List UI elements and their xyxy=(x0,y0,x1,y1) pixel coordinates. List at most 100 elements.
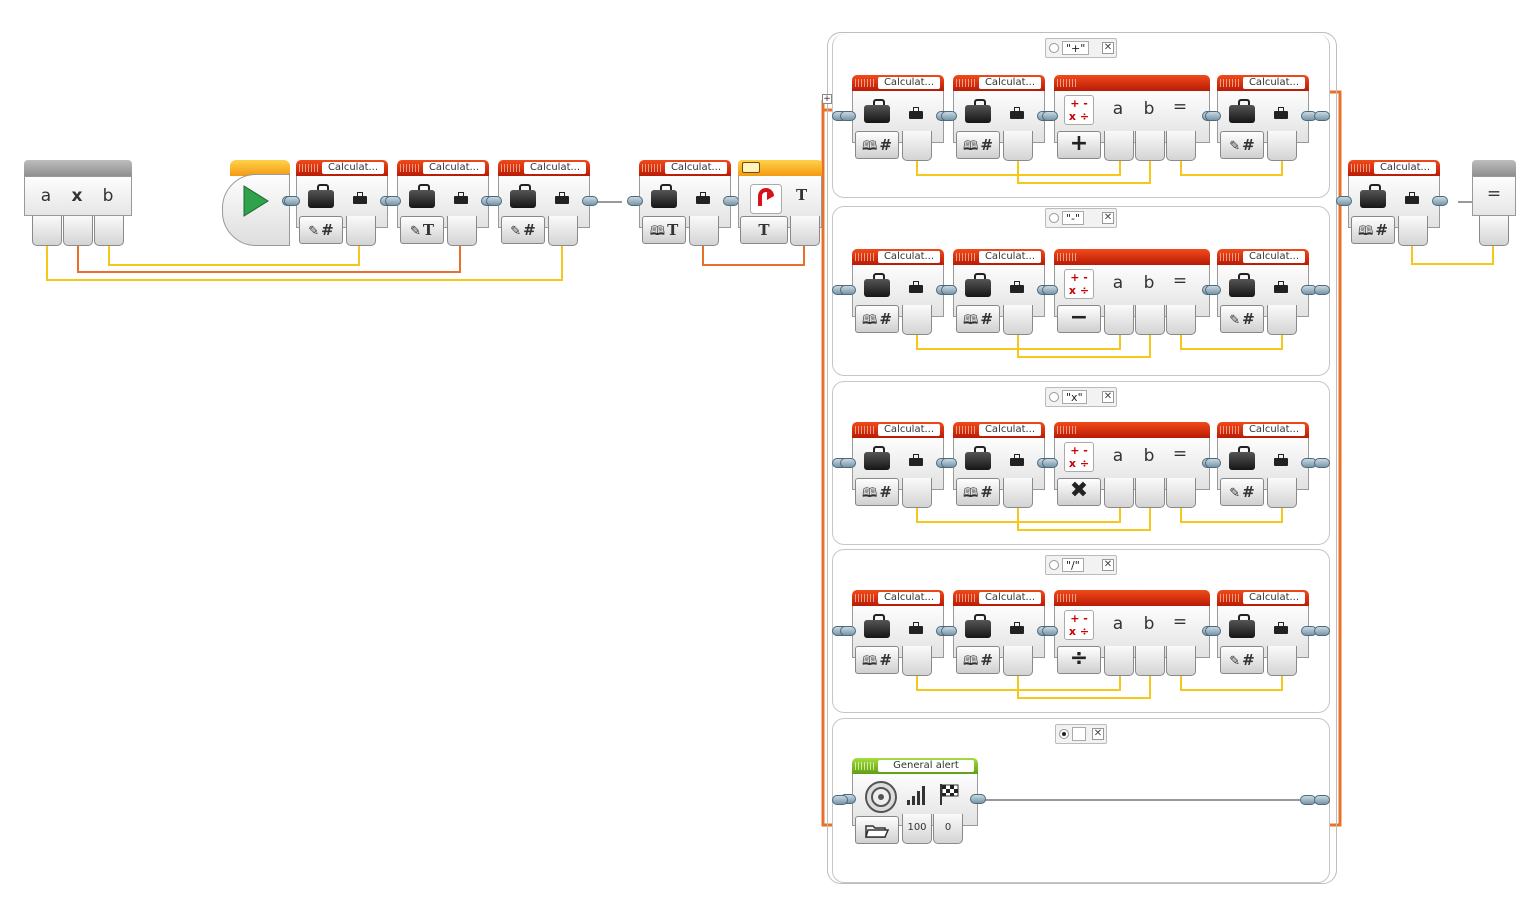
sound-file-label[interactable]: General alert xyxy=(878,760,974,772)
case-sequence-in[interactable] xyxy=(832,795,848,805)
delete-case-button[interactable]: ✕ xyxy=(1102,559,1114,571)
variable-mode-button[interactable]: ✎# xyxy=(501,216,545,244)
variable-name-label[interactable]: Calculat... xyxy=(979,251,1041,263)
case-value-field[interactable]: "-" xyxy=(1062,211,1085,225)
math-output-plug[interactable] xyxy=(1166,478,1196,508)
sequence-in[interactable] xyxy=(941,458,957,468)
variable-value-plug[interactable] xyxy=(1267,478,1297,508)
math-input-a-plug[interactable] xyxy=(1104,131,1134,161)
start-block[interactable] xyxy=(222,160,298,246)
sequence-in[interactable] xyxy=(1042,458,1058,468)
sequence-in[interactable] xyxy=(385,196,401,206)
variable-mode-button[interactable]: ✎# xyxy=(1220,305,1264,333)
case-value-field[interactable] xyxy=(1072,727,1086,741)
sequence-in[interactable] xyxy=(1205,285,1221,295)
case-0-math-block[interactable]: + -x ÷ a b = + xyxy=(1042,75,1218,161)
variable-mode-button[interactable]: ✎# xyxy=(1220,131,1264,159)
math-input-a-plug[interactable] xyxy=(1104,646,1134,676)
variable-name-label[interactable]: Calculat... xyxy=(1243,251,1305,263)
math-output-plug[interactable] xyxy=(1166,131,1196,161)
param-a-plug[interactable] xyxy=(32,216,62,246)
case-default-radio[interactable] xyxy=(1049,213,1059,223)
math-input-a-plug[interactable] xyxy=(1104,478,1134,508)
math-operation-button[interactable]: ÷ xyxy=(1057,646,1101,674)
variable-value-plug[interactable] xyxy=(902,646,932,676)
case-0-read-a[interactable]: Calculat... 🕮# xyxy=(840,75,952,161)
case-default-radio[interactable] xyxy=(1059,729,1069,739)
sequence-in[interactable] xyxy=(840,111,856,121)
variable-mode-button[interactable]: ✎# xyxy=(1220,478,1264,506)
sequence-in[interactable] xyxy=(840,285,856,295)
variable-name-label[interactable]: Calculat... xyxy=(1243,77,1305,89)
math-input-b-plug[interactable] xyxy=(1135,478,1165,508)
variable-name-label[interactable]: Calculat... xyxy=(878,77,940,89)
sequence-in[interactable] xyxy=(1042,111,1058,121)
variable-mode-button[interactable]: 🕮T xyxy=(642,216,686,244)
variable-value-plug[interactable] xyxy=(1267,646,1297,676)
sequence-in[interactable] xyxy=(1336,196,1352,206)
variable-mode-button[interactable]: 🕮# xyxy=(956,131,1000,159)
variable-value-plug[interactable] xyxy=(346,216,376,246)
switch-add-case-button[interactable]: + xyxy=(822,94,832,104)
sequence-in[interactable] xyxy=(941,111,957,121)
sequence-out[interactable] xyxy=(723,196,739,206)
sequence-in[interactable] xyxy=(840,626,856,636)
case-1-math-block[interactable]: + -x ÷ a b = − xyxy=(1042,249,1218,335)
variable-mode-button[interactable]: 🕮# xyxy=(956,646,1000,674)
case-sequence-out-2[interactable] xyxy=(1314,795,1330,805)
math-input-b-plug[interactable] xyxy=(1135,131,1165,161)
param-x-plug[interactable] xyxy=(63,216,93,246)
case-tab-4[interactable]: ✕ xyxy=(1055,724,1107,744)
case-sequence-out[interactable] xyxy=(1314,626,1330,636)
variable-mode-button[interactable]: 🕮# xyxy=(1351,216,1395,244)
variable-name-label[interactable]: Calculat... xyxy=(423,162,485,174)
variable-mode-button[interactable]: ✎# xyxy=(299,216,343,244)
variable-value-plug[interactable] xyxy=(548,216,578,246)
variable-mode-button[interactable]: ✎# xyxy=(1220,646,1264,674)
variable-mode-button[interactable]: 🕮# xyxy=(855,478,899,506)
sequence-in[interactable] xyxy=(1205,626,1221,636)
delete-case-button[interactable]: ✕ xyxy=(1102,212,1114,224)
variable-name-label[interactable]: Calculat... xyxy=(665,162,727,174)
variable-value-plug[interactable] xyxy=(1398,216,1428,246)
sequence-in[interactable] xyxy=(1042,285,1058,295)
case-value-field[interactable]: "x" xyxy=(1062,390,1087,404)
case-default-radio[interactable] xyxy=(1049,43,1059,53)
math-operation-button[interactable]: ✖ xyxy=(1057,478,1101,506)
math-operation-button[interactable]: + xyxy=(1057,131,1101,159)
output-parameter-block[interactable]: = xyxy=(1472,160,1516,246)
variable-value-plug[interactable] xyxy=(1267,131,1297,161)
case-3-write-result[interactable]: Calculat... ✎# xyxy=(1205,590,1317,676)
variable-name-label[interactable]: Calculat... xyxy=(524,162,586,174)
case-2-math-block[interactable]: + -x ÷ a b = ✖ xyxy=(1042,422,1218,508)
variable-value-plug[interactable] xyxy=(689,216,719,246)
sequence-out[interactable] xyxy=(582,196,598,206)
variable-mode-button[interactable]: 🕮# xyxy=(956,305,1000,333)
case-sequence-out[interactable] xyxy=(1314,111,1330,121)
variable-mode-button[interactable]: ✎T xyxy=(400,216,444,244)
case-tab-1[interactable]: "-" ✕ xyxy=(1045,208,1117,228)
variable-name-label[interactable]: Calculat... xyxy=(878,251,940,263)
variable-block-a[interactable]: Calculat... ✎# xyxy=(284,160,396,246)
volume-value[interactable]: 100 xyxy=(907,822,927,833)
param-b-plug[interactable] xyxy=(94,216,124,246)
case-2-read-a[interactable]: Calculat... 🕮# xyxy=(840,422,952,508)
sequence-out[interactable] xyxy=(1432,196,1448,206)
case-1-read-b[interactable]: Calculat... 🕮# xyxy=(941,249,1053,335)
case-sequence-out[interactable] xyxy=(1314,458,1330,468)
variable-name-label[interactable]: Calculat... xyxy=(878,424,940,436)
case-3-read-a[interactable]: Calculat... 🕮# xyxy=(840,590,952,676)
sequence-in[interactable] xyxy=(284,196,300,206)
variable-mode-button[interactable]: 🕮# xyxy=(855,131,899,159)
math-output-plug[interactable] xyxy=(1166,646,1196,676)
math-output-plug[interactable] xyxy=(1166,305,1196,335)
case-1-write-result[interactable]: Calculat... ✎# xyxy=(1205,249,1317,335)
case-default-radio[interactable] xyxy=(1049,560,1059,570)
parameters-block[interactable]: a x b xyxy=(24,160,132,246)
sequence-out[interactable] xyxy=(970,794,986,804)
variable-name-label[interactable]: Calculat... xyxy=(979,424,1041,436)
delete-case-button[interactable]: ✕ xyxy=(1102,42,1114,54)
sequence-in[interactable] xyxy=(1205,458,1221,468)
variable-value-plug[interactable] xyxy=(1267,305,1297,335)
